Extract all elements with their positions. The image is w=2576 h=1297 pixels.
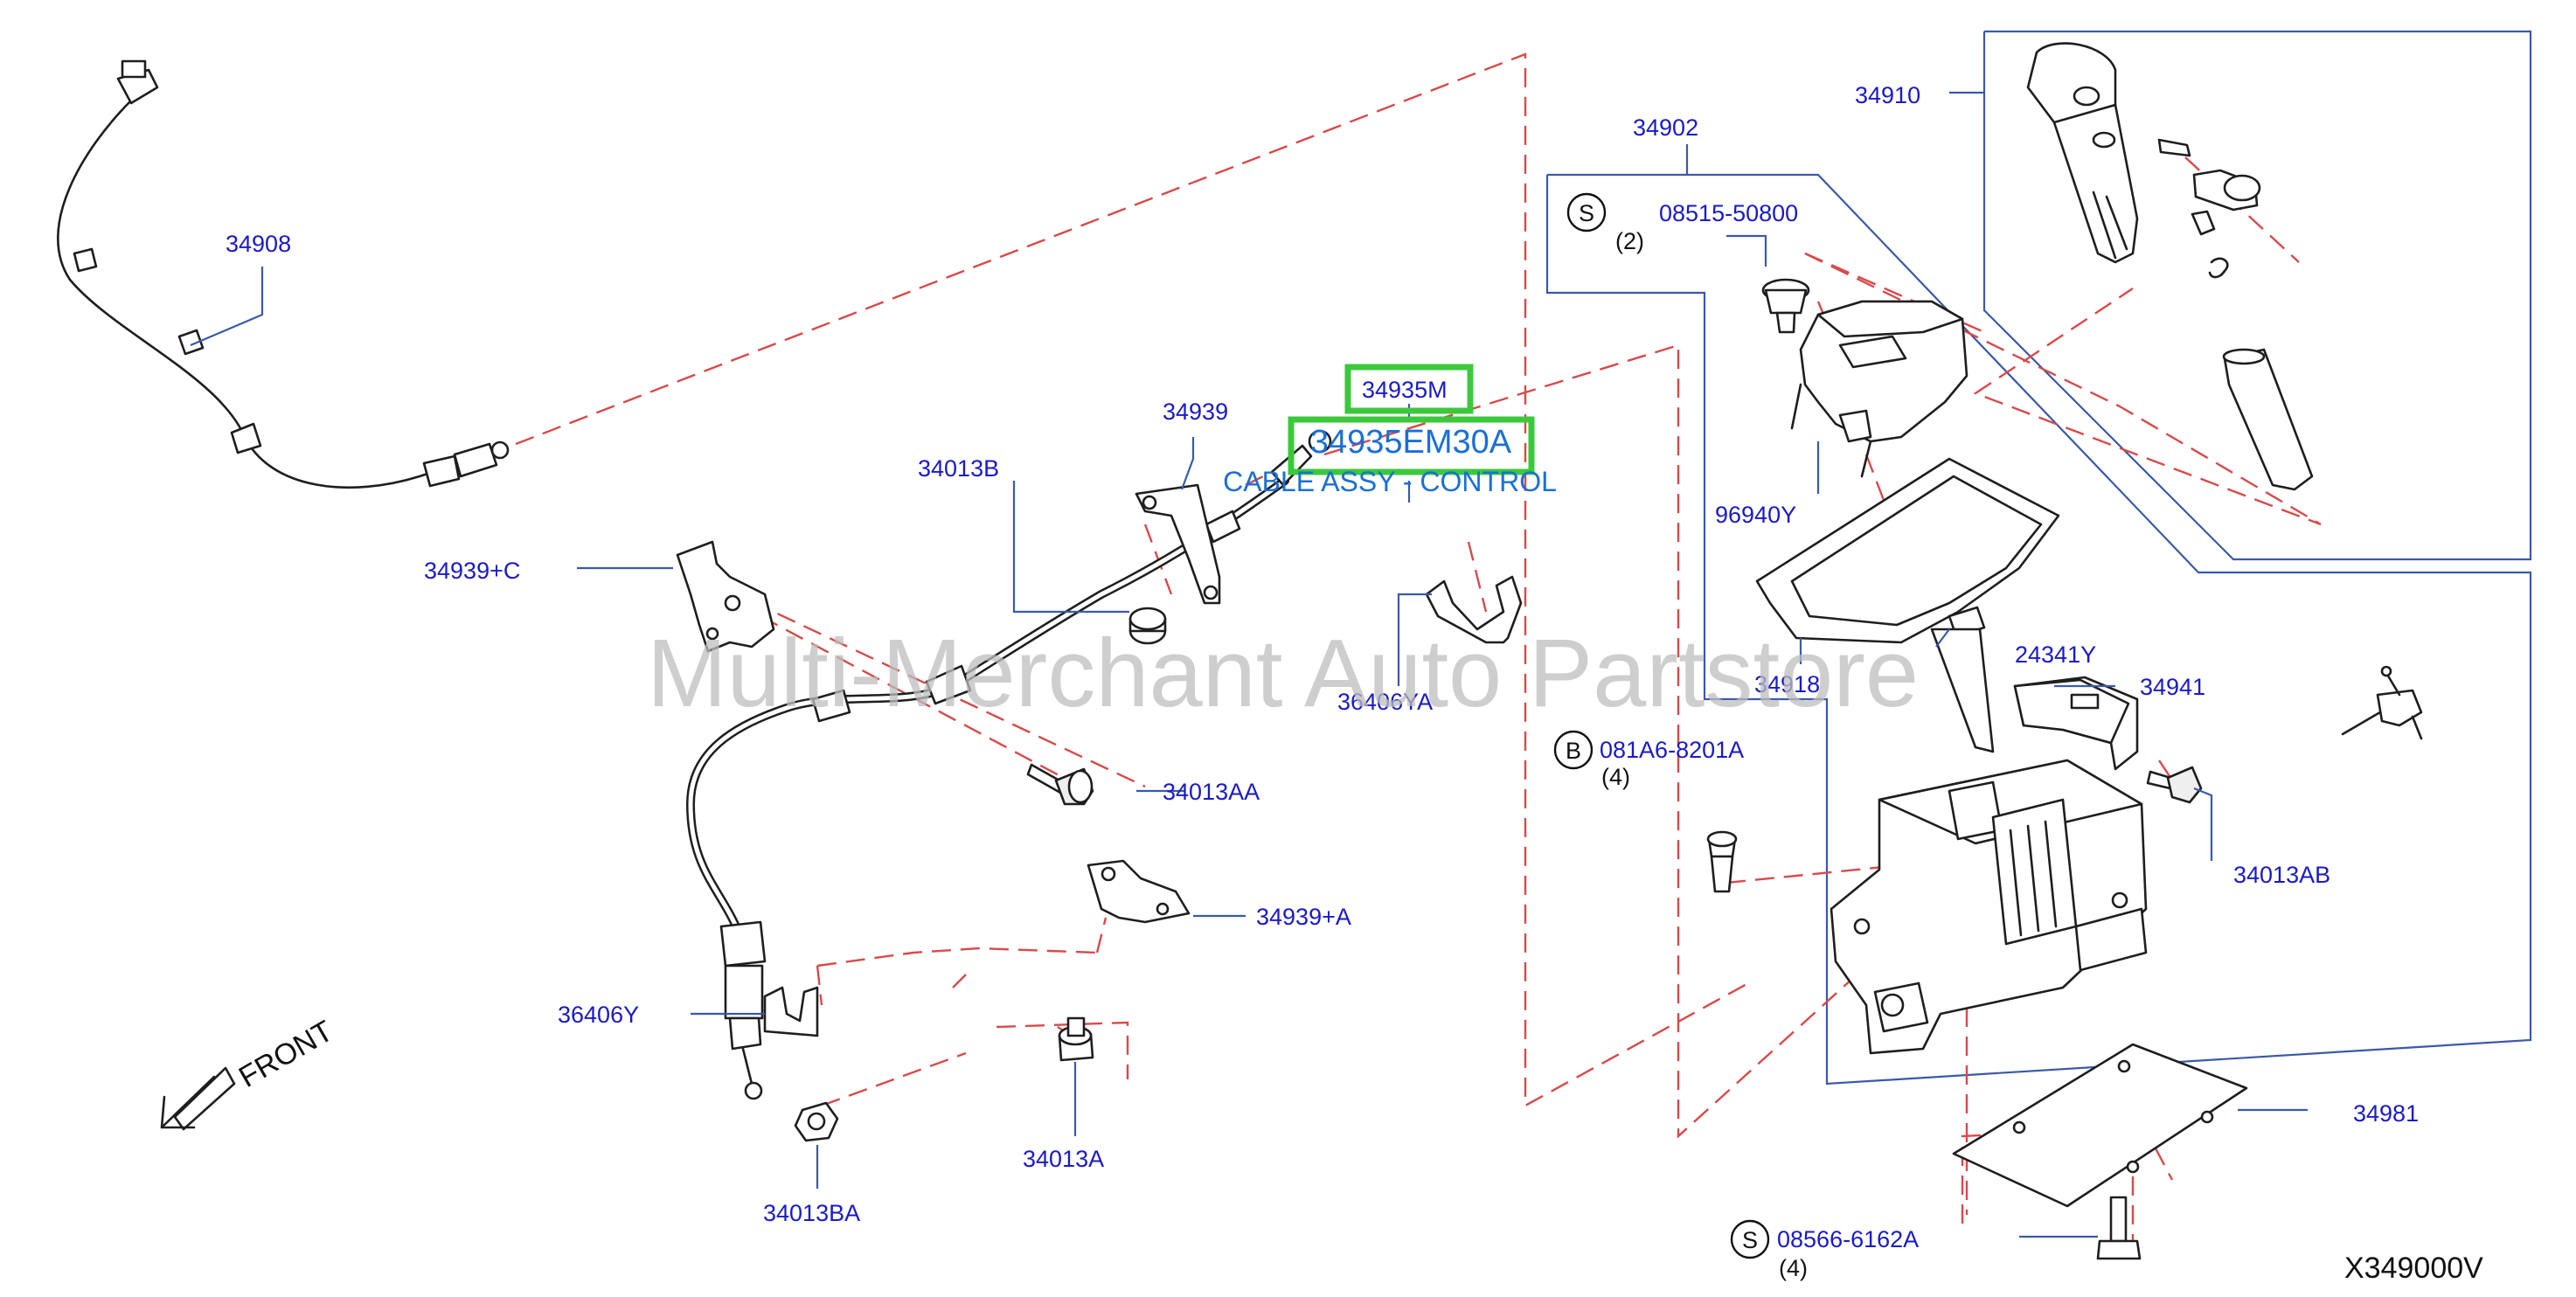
- label-36406YA[interactable]: 36406YA: [1337, 689, 1433, 715]
- screw-08515-50800[interactable]: [1761, 278, 1810, 334]
- part-labels: 34908 34939 34935M 34013B 34939+C 36406Y…: [226, 82, 2419, 1281]
- cover-34941[interactable]: [2013, 676, 2139, 771]
- clip-36406Y[interactable]: [763, 986, 819, 1037]
- bolt-34013AA[interactable]: [1026, 763, 1094, 806]
- label-34902[interactable]: 34902: [1633, 114, 1698, 141]
- symbol-b-081A6: B: [1566, 738, 1581, 764]
- label-34013AB[interactable]: 34013AB: [2233, 862, 2330, 888]
- label-34013AA[interactable]: 34013AA: [1163, 779, 1260, 805]
- finisher-96940Y[interactable]: [1790, 300, 1968, 478]
- label-34910[interactable]: 34910: [1855, 82, 1920, 108]
- front-label: FRONT: [233, 1014, 338, 1093]
- nut-34013B[interactable]: [1128, 607, 1167, 645]
- shift-knob-34910[interactable]: [2026, 42, 2314, 491]
- label-34908[interactable]: 34908: [226, 231, 291, 257]
- qty-08566-6162A: (4): [1779, 1255, 1808, 1281]
- control-device-34902[interactable]: [1830, 628, 2148, 1055]
- highlight-box-34935EM30A: [1288, 416, 1535, 475]
- label-34013BA[interactable]: 34013BA: [763, 1200, 860, 1226]
- label-34941[interactable]: 34941: [2140, 674, 2205, 700]
- qty-081A6-8201A: (4): [1601, 764, 1630, 790]
- control-cable-34935EM30A[interactable]: [685, 429, 1332, 1100]
- highlight-callout[interactable]: 34935EM30A CABLE ASSY - CONTROL: [1223, 364, 1557, 497]
- label-34918[interactable]: 34918: [1754, 671, 1820, 697]
- diagram-code: X349000V: [2344, 1252, 2483, 1285]
- label-96940Y[interactable]: 96940Y: [1715, 502, 1796, 528]
- bolt-08566-6162A[interactable]: [2096, 1196, 2142, 1260]
- plate-34981[interactable]: [1952, 1043, 2248, 1208]
- nut-34013BA[interactable]: [794, 1101, 839, 1142]
- bolt-081A6-8201A[interactable]: [1706, 830, 1738, 893]
- bolt-34013A[interactable]: [1058, 1016, 1094, 1062]
- label-34013B[interactable]: 34013B: [918, 455, 999, 482]
- label-34981[interactable]: 34981: [2353, 1100, 2419, 1127]
- label-08566-6162A[interactable]: 08566-6162A: [1777, 1226, 1919, 1252]
- highlight-part-number[interactable]: 34935EM30A: [1310, 424, 1512, 461]
- label-36406Y[interactable]: 36406Y: [558, 1002, 639, 1028]
- highlight-box-34935M: [1344, 364, 1474, 414]
- label-24341Y[interactable]: 24341Y: [2015, 642, 2096, 668]
- bolt-34013AB[interactable]: [2146, 766, 2203, 804]
- bracket-34939A[interactable]: [1087, 859, 1191, 924]
- label-34939C[interactable]: 34939+C: [424, 558, 520, 584]
- label-081A6-8201A[interactable]: 081A6-8201A: [1600, 737, 1744, 763]
- clip-36406YA[interactable]: [1425, 575, 1523, 644]
- bracket-34939[interactable]: [1135, 483, 1221, 605]
- leader-lines: [190, 234, 2308, 1238]
- watermark: Multi-Merchant Auto Partstore: [647, 620, 1919, 727]
- label-34939[interactable]: 34939: [1163, 399, 1228, 425]
- detail-assembly: [2341, 665, 2423, 740]
- bracket-34939C[interactable]: [676, 540, 775, 653]
- cable-34908[interactable]: [57, 59, 510, 489]
- qty-08515-50800: (2): [1615, 228, 1644, 254]
- label-34939A[interactable]: 34939+A: [1256, 904, 1351, 930]
- label-34013A[interactable]: 34013A: [1023, 1146, 1104, 1172]
- assembly-frames: [1545, 30, 2532, 1085]
- seal-34918[interactable]: [1755, 457, 2060, 644]
- symbol-s-08566: S: [1742, 1227, 1758, 1253]
- highlight-description: CABLE ASSY - CONTROL: [1223, 466, 1557, 497]
- label-34935M[interactable]: 34935M: [1362, 377, 1448, 403]
- callout-symbols: S B S: [1553, 192, 1770, 1259]
- symbol-s-08515: S: [1579, 200, 1594, 226]
- label-08515-50800[interactable]: 08515-50800: [1659, 200, 1798, 226]
- front-direction-indicator: FRONT: [160, 1014, 338, 1131]
